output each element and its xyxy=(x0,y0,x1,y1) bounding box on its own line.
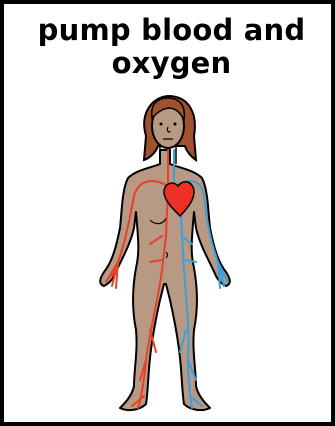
right-eye xyxy=(174,123,177,126)
left-eye xyxy=(160,123,163,126)
